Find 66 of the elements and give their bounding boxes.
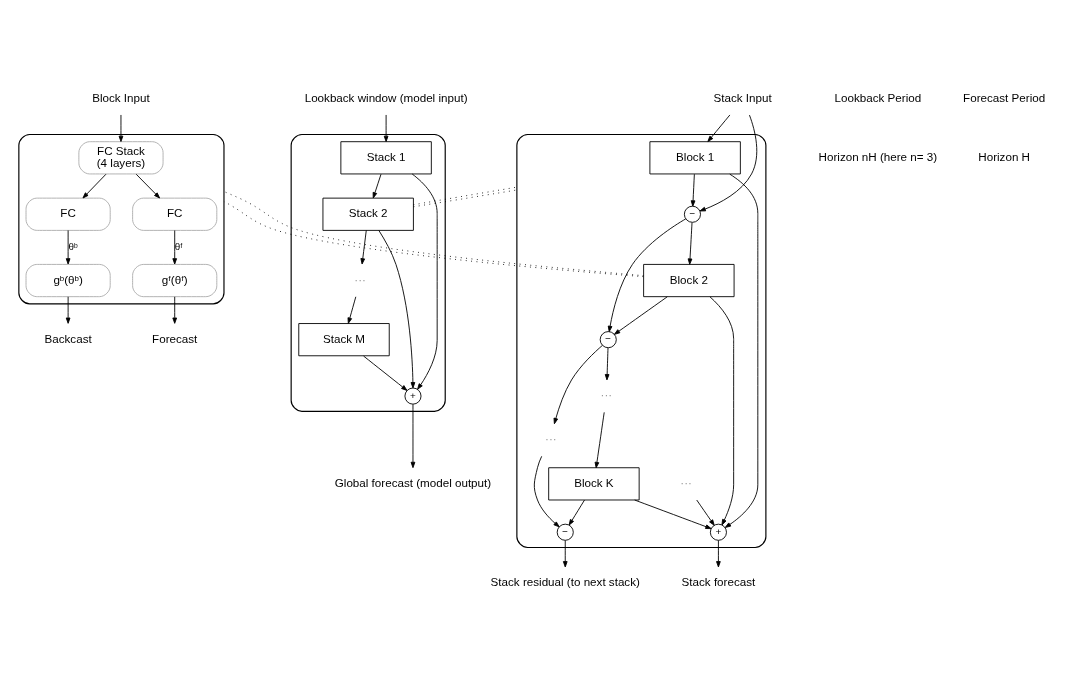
arrow: [383, 114, 389, 142]
node-box: gᵇ(θᵇ): [25, 263, 111, 298]
arrow: [347, 296, 357, 324]
arrow: [707, 114, 731, 142]
label: Horizon H: [978, 149, 1030, 163]
node-circle: −: [556, 523, 574, 541]
node-box: FC: [25, 197, 111, 231]
node-circle: +: [404, 387, 422, 405]
arrow: [699, 114, 758, 212]
arrow: [533, 455, 560, 528]
arrow: [411, 173, 438, 390]
node-box: Stack M: [298, 323, 390, 357]
arrow: [594, 411, 605, 469]
node-circle: −: [683, 205, 701, 223]
arrow: [607, 218, 687, 333]
edge-label: θᶠ: [174, 240, 183, 252]
node-text: Forecast: [152, 331, 198, 345]
arrow: [553, 344, 603, 425]
node-text: ···: [600, 388, 613, 402]
arrow: [716, 539, 721, 568]
arrow: [82, 173, 107, 199]
node-box: Stack 1: [340, 141, 432, 175]
arrow: [65, 296, 71, 324]
arrow: [696, 499, 715, 526]
arrow: [709, 296, 735, 526]
arrow: [724, 173, 759, 528]
label: Lookback Period: [834, 90, 922, 104]
node-box: Block K: [548, 467, 640, 501]
node-box: Stack 2: [322, 197, 414, 231]
arrow: [135, 173, 161, 199]
edge-label: θᵇ: [68, 240, 78, 252]
arrow: [690, 173, 696, 207]
label: Horizon nH (here n= 3): [818, 149, 938, 163]
arrow: [687, 222, 693, 265]
node-box: gᶠ(θᶠ): [132, 263, 218, 298]
node-text: Lookback window (model input): [304, 90, 468, 104]
arrow: [568, 499, 585, 526]
arrow: [172, 296, 178, 324]
arrow: [634, 499, 712, 530]
node-text: Global forecast (model output): [334, 475, 492, 489]
node-box: FC Stack (4 layers): [78, 141, 164, 175]
node-box: Block 2: [643, 263, 735, 298]
node-text: ···: [680, 475, 692, 489]
node-text: Stack forecast: [681, 575, 756, 589]
node-circle: +: [709, 523, 727, 541]
node-text: ···: [354, 272, 366, 286]
node-box: Block 1: [649, 141, 741, 175]
arrow: [118, 114, 124, 142]
node-text: Block Input: [92, 90, 150, 104]
node-text: ···: [545, 432, 557, 446]
node-text: Backcast: [44, 331, 92, 345]
node-text: Stack residual (to next stack): [490, 575, 640, 589]
arrow: [360, 230, 367, 265]
arrow: [172, 230, 178, 265]
label: Forecast Period: [963, 90, 1046, 104]
node-box: FC: [132, 197, 218, 231]
node-circle: −: [599, 331, 617, 349]
arrow: [378, 229, 416, 389]
arrow: [614, 296, 668, 335]
arrow: [363, 355, 408, 391]
arrow: [372, 173, 382, 199]
node-text: Stack Input: [713, 90, 772, 104]
arrow: [562, 539, 568, 568]
arrow: [604, 347, 610, 381]
arrow: [65, 230, 71, 265]
arrow: [410, 403, 416, 469]
